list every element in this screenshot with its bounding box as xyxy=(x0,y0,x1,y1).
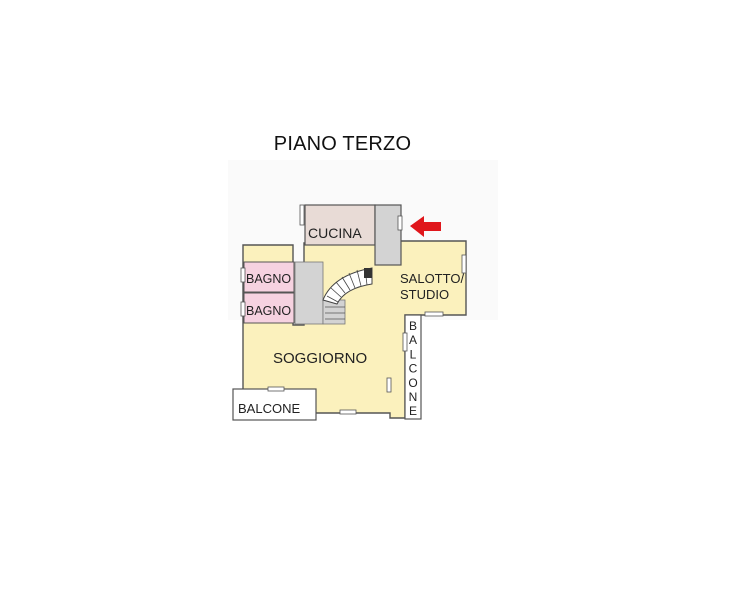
label-salotto-line2: STUDIO xyxy=(400,287,449,302)
balcony-right xyxy=(404,314,422,420)
label-balcone-right-letter: O xyxy=(408,376,417,390)
label-balcone-right-letter: L xyxy=(410,347,417,361)
label-salotto-line1: SALOTTO/ xyxy=(400,271,464,286)
label-balcone-left: BALCONE xyxy=(238,401,300,416)
label-soggiorno: SOGGIORNO xyxy=(273,350,367,367)
label-bagno-1: BAGNO xyxy=(246,272,291,286)
plan-title: PIANO TERZO xyxy=(273,133,412,155)
label-cucina: CUCINA xyxy=(308,225,362,241)
label-balcone-right-letter: E xyxy=(409,404,417,418)
label-balcone-right-letter: N xyxy=(409,390,418,404)
label-balcone-right-letter: A xyxy=(409,333,417,347)
label-balcone-right: BALCONE xyxy=(408,319,417,418)
stair-landing xyxy=(294,261,324,325)
balcony-left xyxy=(232,388,317,421)
arrow-left-icon xyxy=(410,216,441,237)
label-balcone-right-letter: C xyxy=(409,362,418,376)
bathroom-1 xyxy=(243,261,295,293)
label-bagno-2: BAGNO xyxy=(246,304,291,318)
kitchen-area xyxy=(304,204,376,246)
spiral-stair xyxy=(322,267,373,320)
label-balcone-right-letter: B xyxy=(409,319,417,333)
entry-corridor xyxy=(374,204,402,266)
windows xyxy=(240,204,467,415)
living-area xyxy=(242,240,467,419)
